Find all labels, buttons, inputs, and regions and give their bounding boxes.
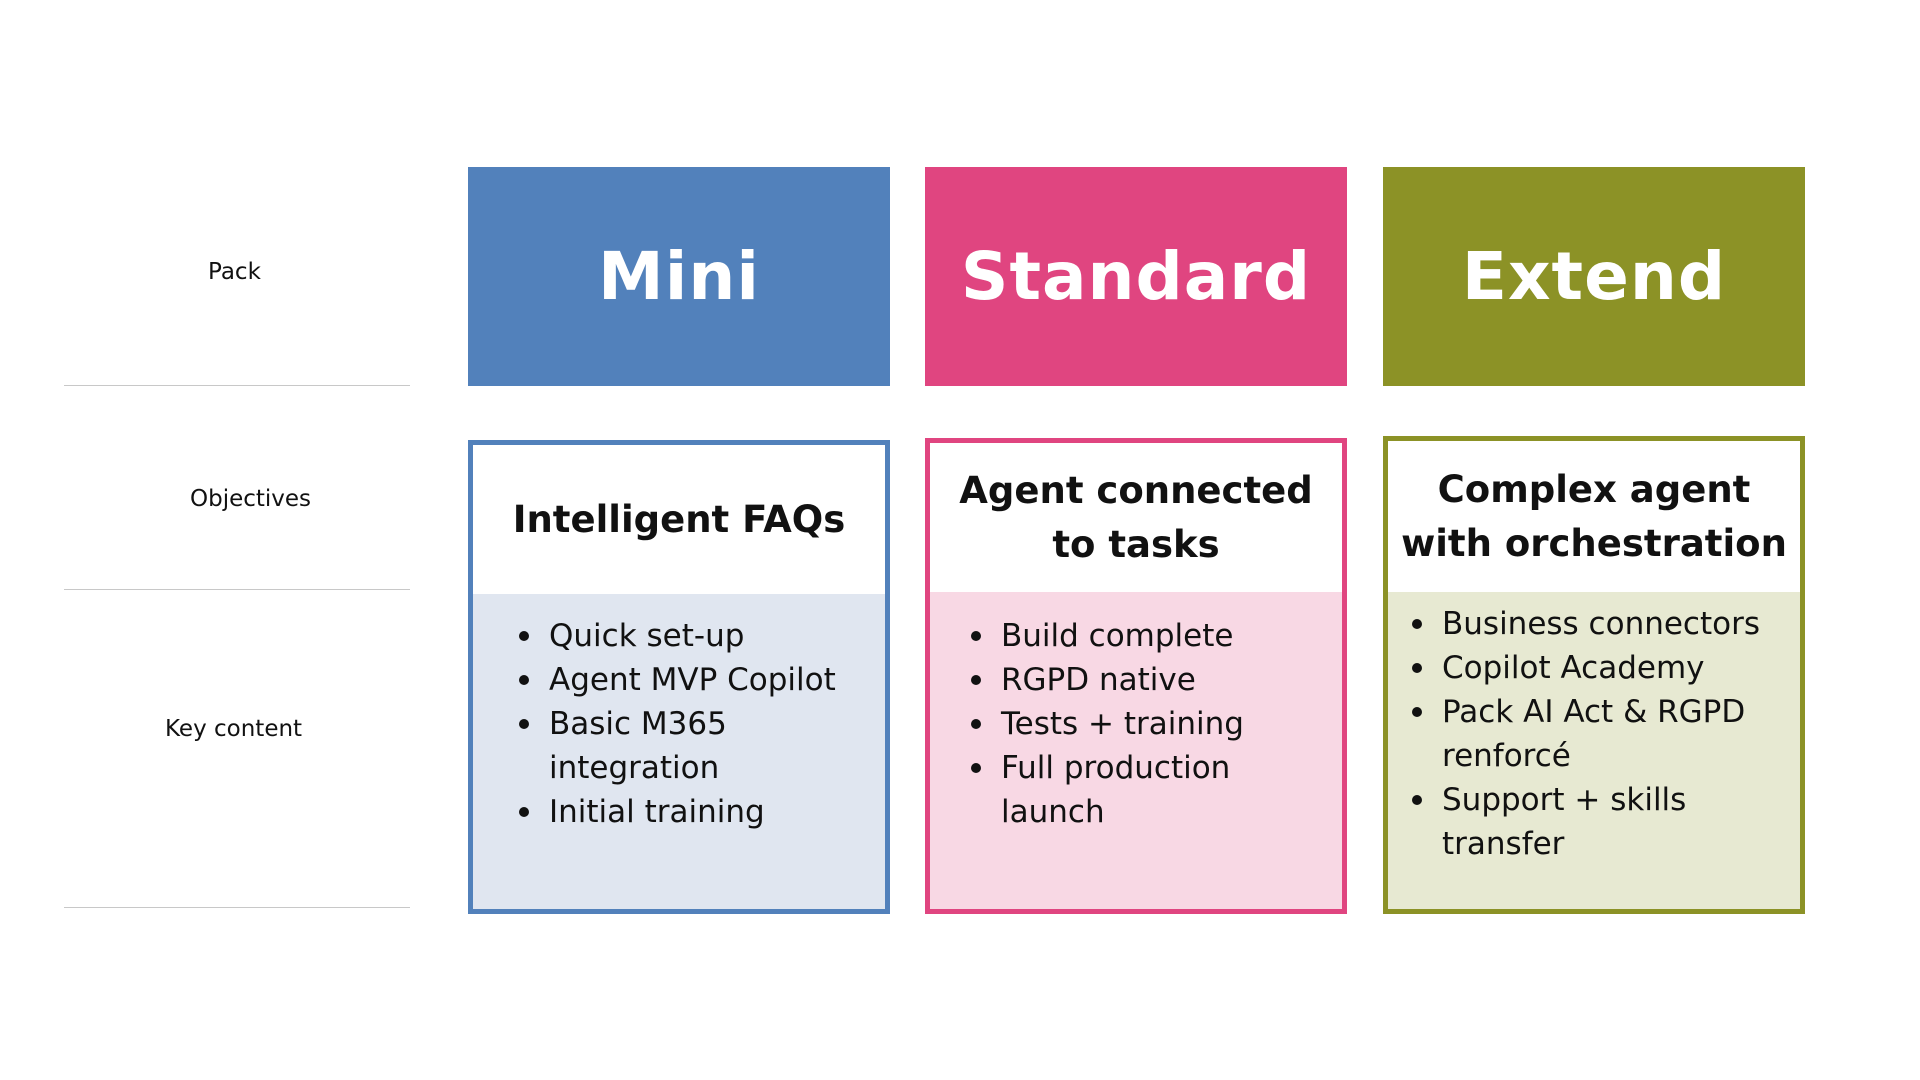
row-label-objectives: Objectives: [190, 486, 312, 512]
row-label-pack: Pack: [208, 259, 261, 285]
card-objective: Intelligent FAQs: [473, 445, 885, 594]
row-label-key-content: Key content: [165, 716, 303, 742]
row-divider: [64, 385, 410, 386]
key-content-item: Business connectors: [1412, 602, 1790, 646]
row-divider: [64, 907, 410, 908]
pack-header-extend: Extend: [1383, 167, 1805, 386]
key-content-item: Tests + training: [971, 702, 1328, 746]
key-content-list: Business connectors Copilot Academy Pack…: [1412, 602, 1790, 866]
pack-header-standard: Standard: [925, 167, 1347, 386]
key-content-list: Quick set-up Agent MVP Copilot Basic M36…: [519, 614, 871, 834]
key-content-item: Quick set-up: [519, 614, 871, 658]
card-key-content: Build complete RGPD native Tests + train…: [930, 592, 1342, 909]
key-content-item: Initial training: [519, 790, 871, 834]
key-content-item: Copilot Academy: [1412, 646, 1790, 690]
key-content-item: Full production launch: [971, 746, 1328, 834]
pack-name: Mini: [598, 238, 760, 315]
pack-card-standard: Agent connected to tasks Build complete …: [925, 438, 1347, 914]
row-divider: [64, 589, 410, 590]
objective-text: Complex agent with orchestration: [1401, 467, 1787, 565]
card-objective: Agent connected to tasks: [930, 443, 1342, 592]
key-content-item: Agent MVP Copilot: [519, 658, 871, 702]
pack-header-mini: Mini: [468, 167, 890, 386]
objective-text: Intelligent FAQs: [512, 497, 846, 541]
pack-card-mini: Intelligent FAQs Quick set-up Agent MVP …: [468, 440, 890, 914]
pack-name: Extend: [1461, 238, 1727, 315]
pack-card-extend: Complex agent with orchestration Busines…: [1383, 436, 1805, 914]
key-content-item: RGPD native: [971, 658, 1328, 702]
key-content-item: Support + skills transfer: [1412, 778, 1790, 866]
card-key-content: Quick set-up Agent MVP Copilot Basic M36…: [473, 594, 885, 909]
card-objective: Complex agent with orchestration: [1388, 441, 1800, 592]
key-content-list: Build complete RGPD native Tests + train…: [971, 614, 1328, 834]
objective-text: Agent connected to tasks: [959, 468, 1313, 566]
key-content-item: Pack AI Act & RGPD renforcé: [1412, 690, 1790, 778]
card-key-content: Business connectors Copilot Academy Pack…: [1388, 592, 1800, 909]
key-content-item: Basic M365 integration: [519, 702, 871, 790]
pack-name: Standard: [960, 238, 1312, 315]
key-content-item: Build complete: [971, 614, 1328, 658]
